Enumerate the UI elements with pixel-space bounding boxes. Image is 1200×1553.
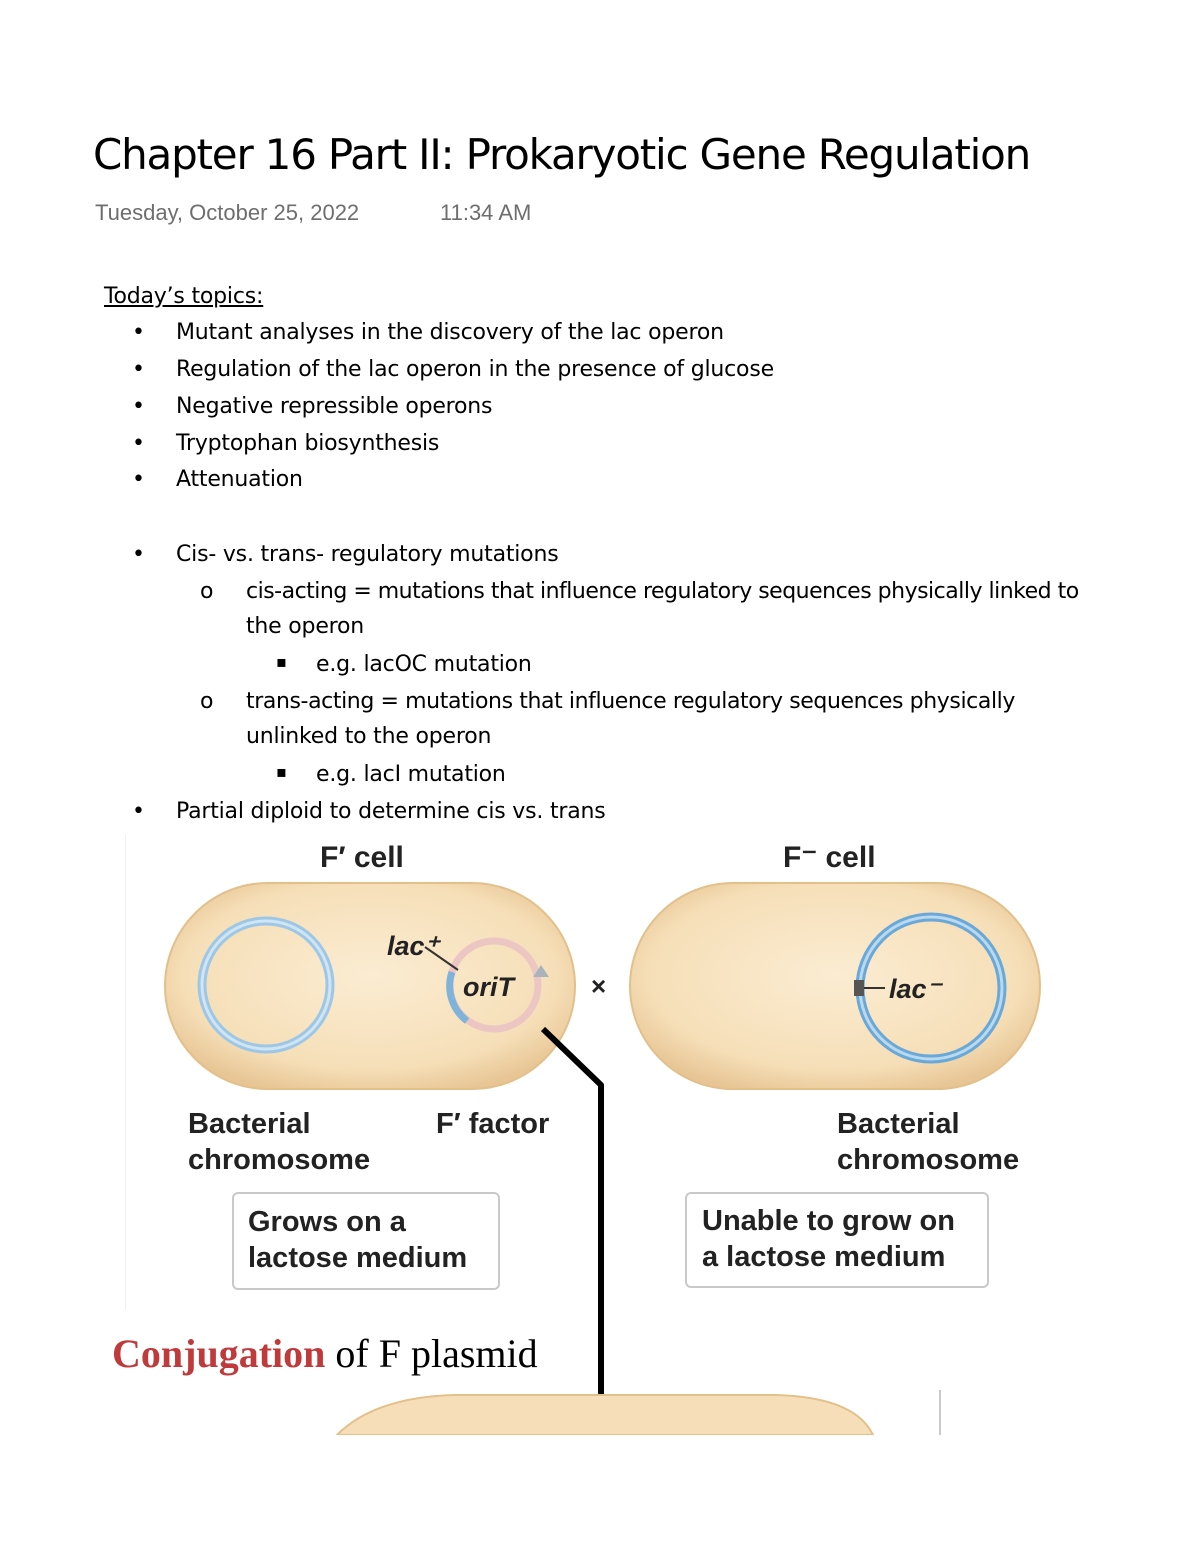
topic-item: Mutant analyses in the discovery of the … <box>176 320 724 345</box>
bullet-icon: • <box>132 357 145 382</box>
fprime-cell <box>164 882 576 1090</box>
page-title: Chapter 16 Part II: Prokaryotic Gene Reg… <box>93 130 1031 179</box>
caption-rest: of F plasmid <box>325 1331 538 1376</box>
left-chromosome-label-1: Bacterial <box>188 1108 311 1140</box>
topic-item: Negative repressible operons <box>176 394 493 419</box>
orit-label: oriT <box>463 972 517 1002</box>
page-date: Tuesday, October 25, 2022 <box>95 200 360 225</box>
right-phenotype-box <box>685 1192 989 1288</box>
square-bullet-icon: ▪ <box>276 762 287 781</box>
bullet-icon: • <box>132 467 145 492</box>
partial-diploid-item: Partial diploid to determine cis vs. tra… <box>176 799 606 824</box>
lac-plus-label: lac⁺ <box>387 931 442 961</box>
bullet-icon: • <box>132 394 145 419</box>
cross-symbol: × <box>591 971 606 1001</box>
figure-graphic: F′ cell F⁻ cell lac⁺ oriT × lac⁻ Bacteri… <box>125 835 1041 1435</box>
circle-bullet-icon: o <box>200 689 214 714</box>
topic-item: Tryptophan biosynthesis <box>176 431 440 456</box>
bullet-icon: • <box>132 542 145 567</box>
left-phenotype-line2: lactose medium <box>248 1242 467 1274</box>
fminus-cell-label: F⁻ cell <box>783 841 876 874</box>
page-time: 11:34 AM <box>440 200 532 225</box>
connector-line <box>540 1026 604 1435</box>
trans-definition-line1: trans-acting = mutations that influence … <box>246 689 1015 714</box>
caption-highlight: Conjugation <box>112 1331 326 1376</box>
right-phenotype-line1: Unable to grow on <box>702 1205 955 1237</box>
topics-heading: Today’s topics: <box>104 284 264 309</box>
lac-pointer <box>424 946 459 971</box>
bullet-icon: • <box>132 320 145 345</box>
topic-item: Attenuation <box>176 467 303 492</box>
circle-bullet-icon: o <box>200 579 214 604</box>
right-phenotype-line2: a lactose medium <box>702 1241 945 1273</box>
figure-caption: Conjugation of F plasmid <box>112 1330 538 1377</box>
lower-cell-partial <box>335 1394 875 1435</box>
fminus-cell <box>629 882 1041 1090</box>
orit-arrow-icon <box>533 965 549 977</box>
left-chromosome-highlight <box>200 919 332 1051</box>
lac-insert <box>446 970 470 1024</box>
cis-definition-line1: cis-acting = mutations that influence re… <box>246 579 1079 604</box>
right-chromosome-label-1: Bacterial <box>837 1108 960 1140</box>
lac-minus-label: lac⁻ <box>889 974 944 1004</box>
topic-item: Regulation of the lac operon in the pres… <box>176 357 774 382</box>
bullet-icon: • <box>132 799 145 824</box>
fprime-factor-label: F′ factor <box>436 1108 549 1140</box>
right-chromosome-label-2: chromosome <box>837 1144 1019 1176</box>
cis-trans-label: Cis- vs. trans- regulatory mutations <box>176 542 559 567</box>
trans-definition-line2: unlinked to the operon <box>246 724 492 749</box>
lac-minus-marker <box>854 980 864 996</box>
conjugation-figure: F′ cell F⁻ cell lac⁺ oriT × lac⁻ Bacteri… <box>125 835 1200 1435</box>
trans-example: e.g. lacI mutation <box>316 762 506 787</box>
cis-example: e.g. lacOC mutation <box>316 652 532 677</box>
square-bullet-icon: ▪ <box>276 652 287 671</box>
left-phenotype-line1: Grows on a <box>248 1206 407 1238</box>
cis-definition-line2: the operon <box>246 614 365 639</box>
left-chromosome-label-2: chromosome <box>188 1144 370 1176</box>
bullet-icon: • <box>132 431 145 456</box>
left-phenotype-box <box>232 1192 500 1290</box>
fprime-cell-label: F′ cell <box>320 841 404 874</box>
